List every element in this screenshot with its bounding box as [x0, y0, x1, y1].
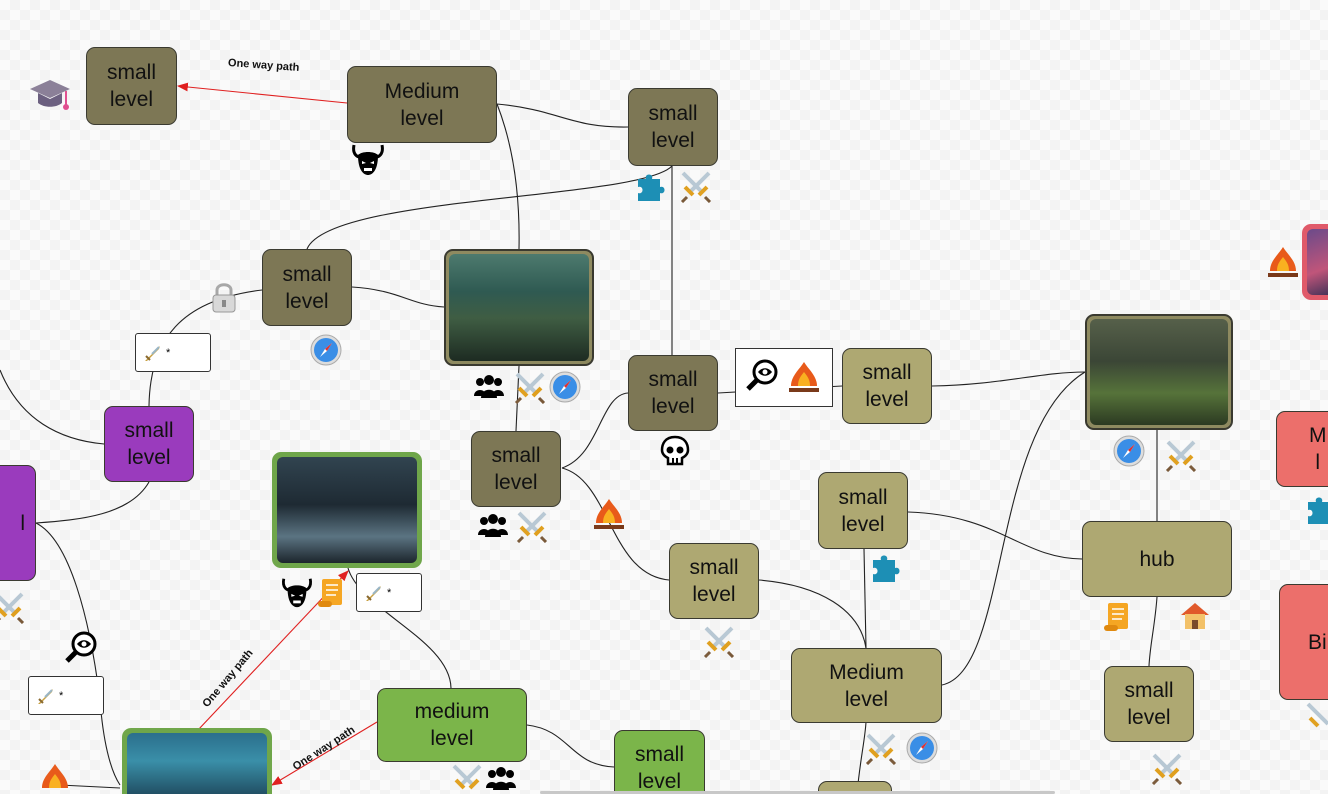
demon-mask-icon [350, 141, 386, 177]
puzzle-piece-icon [1304, 492, 1328, 526]
edge-smallmid-to-purple[interactable] [148, 289, 263, 407]
level-node-purple-partial[interactable]: l [0, 465, 36, 581]
edge-mediumgreen-to-smallgreen[interactable] [526, 724, 615, 768]
level-node-medium-top[interactable]: Medium level [347, 66, 497, 143]
image-node-dark-cave[interactable] [272, 452, 422, 568]
edge-right1-to-rightimage[interactable] [931, 371, 1086, 387]
level-node-small-mid-left[interactable]: small level [262, 249, 352, 326]
ice-cave-image [127, 733, 267, 794]
sword-attachment-box[interactable]: * [28, 676, 104, 715]
level-node-red-partial-big[interactable]: Bi [1279, 584, 1328, 700]
group-of-people-icon [484, 762, 518, 794]
image-node-swamp-wreck[interactable] [1085, 314, 1233, 430]
level-node-small-green[interactable]: small level [614, 730, 705, 794]
crossed-swords-icon [513, 370, 547, 404]
compass-icon [548, 370, 582, 404]
level-node-small-top-left[interactable]: small level [86, 47, 177, 125]
crossed-swords-icon [702, 624, 736, 658]
edge-mediumbottom-to-rightimage[interactable] [941, 371, 1086, 686]
crossed-swords-icon [1164, 438, 1198, 472]
campfire-icon [787, 360, 821, 394]
icon-attachment-box[interactable] [735, 348, 833, 407]
sword-icon [38, 688, 53, 704]
level-node-red-partial-top[interactable]: M l [1276, 411, 1328, 487]
crossed-swords-icon [1304, 700, 1328, 734]
sword-attachment-box[interactable]: * [356, 573, 422, 612]
level-node-hub[interactable]: hub [1082, 521, 1232, 597]
padlock-icon [207, 280, 241, 314]
level-node-small-top-mid[interactable]: small level [628, 88, 718, 166]
swamp-forest-image [449, 254, 589, 361]
level-node-small-below-hub[interactable]: small level [1104, 666, 1194, 742]
edge-left-arc[interactable] [0, 369, 105, 445]
demon-mask-icon [280, 575, 314, 609]
sword-box-text: * [166, 346, 171, 359]
crossed-swords-icon [515, 509, 549, 543]
puzzle-piece-icon [634, 169, 668, 203]
compass-icon [309, 333, 343, 367]
image-node-swamp-forest[interactable] [444, 249, 594, 366]
swamp-wreck-image [1090, 319, 1228, 425]
magnifier-eye-icon [64, 630, 98, 664]
compass-icon [1112, 434, 1146, 468]
one-way-edge-top[interactable] [176, 82, 348, 104]
edge-lowermid-to-mediumbottom[interactable] [758, 579, 867, 649]
horizontal-scrollbar[interactable] [540, 791, 1055, 794]
level-node-small-center[interactable]: small level [471, 431, 561, 507]
edge-medium-to-small-top[interactable] [496, 103, 629, 128]
crossed-swords-icon [0, 590, 26, 624]
edge-right2-to-mediumbottom[interactable] [863, 548, 867, 649]
sword-attachment-box[interactable]: * [135, 333, 211, 372]
edge-smallmid-to-image[interactable] [351, 286, 445, 308]
edge-greenimage-to-medium[interactable] [347, 567, 452, 689]
puzzle-piece-icon [869, 550, 903, 584]
sword-box-text: * [59, 689, 64, 702]
image-node-ice-cave[interactable] [122, 728, 272, 794]
skull-icon [658, 434, 692, 468]
crossed-swords-icon [1150, 751, 1184, 785]
one-way-edge-bottom[interactable] [271, 721, 378, 786]
crossed-swords-icon [679, 169, 713, 203]
level-node-small-lower-mid[interactable]: small level [669, 543, 759, 619]
level-node-bottom-cut[interactable] [818, 781, 892, 794]
group-of-people-icon [472, 370, 506, 404]
scroll-icon [314, 575, 348, 609]
magnifier-eye-icon [745, 358, 779, 392]
campfire-icon [38, 762, 72, 794]
dark-cave-image [277, 457, 417, 563]
level-node-small-center-right[interactable]: small level [628, 355, 718, 431]
graduation-cap-icon [28, 75, 72, 115]
edge-left-bottom[interactable] [59, 784, 121, 789]
crossed-swords-icon [864, 731, 898, 765]
sword-box-text: * [387, 586, 392, 599]
edge-medium-to-image[interactable] [496, 103, 520, 250]
level-node-small-purple[interactable]: small level [104, 406, 194, 482]
crossed-swords-icon [450, 762, 484, 794]
edge-purple-to-purpleedge[interactable] [35, 481, 150, 524]
group-of-people-icon [476, 509, 510, 543]
image-node-pink-partial[interactable] [1302, 224, 1328, 300]
campfire-icon [592, 497, 626, 531]
scroll-icon [1100, 599, 1134, 633]
compass-icon [905, 731, 939, 765]
level-node-medium-green[interactable]: medium level [377, 688, 527, 762]
edge-right2-to-hub[interactable] [907, 511, 1083, 560]
level-node-medium-bottom[interactable]: Medium level [791, 648, 942, 723]
edge-hub-to-smallbelow[interactable] [1148, 596, 1158, 667]
edge-center-to-center2[interactable] [561, 392, 629, 469]
level-node-small-right[interactable]: small level [842, 348, 932, 424]
sword-icon [366, 585, 381, 601]
level-node-small-right-lower[interactable]: small level [818, 472, 908, 549]
pink-scene-image [1307, 229, 1328, 295]
house-icon [1178, 599, 1212, 633]
edge-smalltop-to-smallmid[interactable] [306, 165, 673, 250]
sword-icon [145, 345, 160, 361]
campfire-icon [1266, 245, 1300, 279]
